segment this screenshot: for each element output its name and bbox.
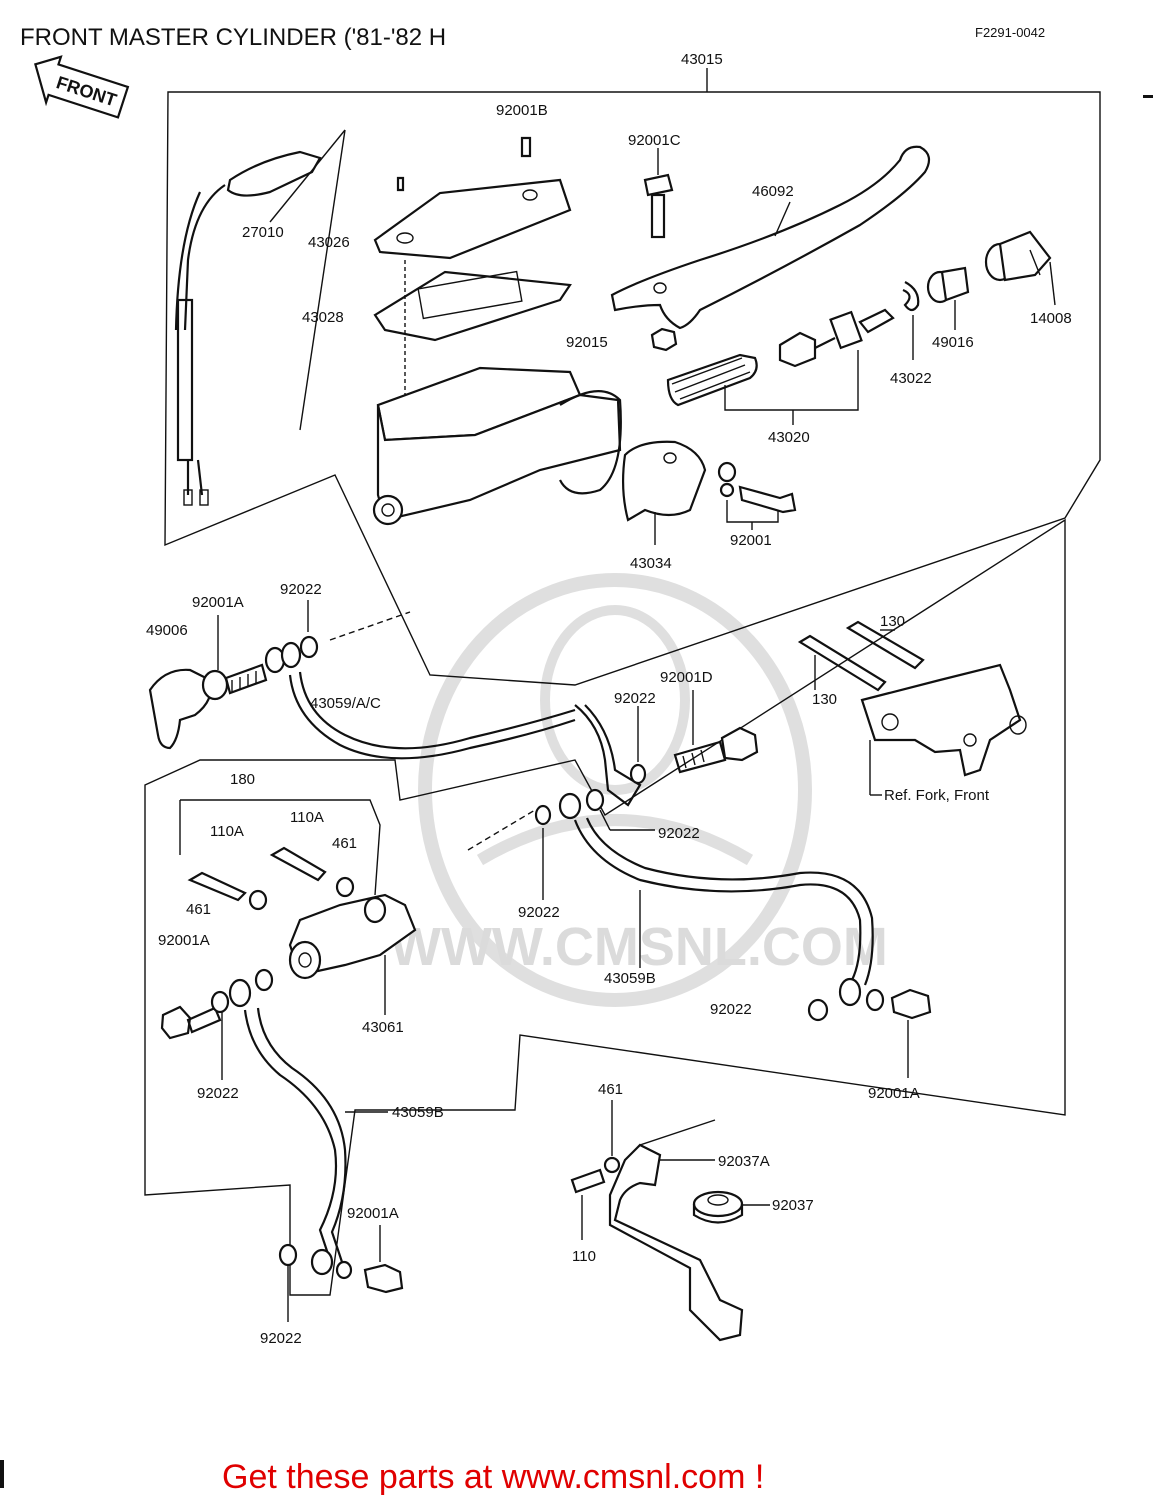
nut-92015	[650, 327, 678, 352]
cmsnl-watermark: WWW.CMSNL.COM	[390, 573, 888, 1007]
label-14008: 14008	[1030, 310, 1072, 327]
label-43034: 43034	[630, 555, 672, 572]
label-92001A-c: 92001A	[868, 1085, 920, 1102]
junction-43061	[179, 799, 417, 1015]
label-92037A: 92037A	[718, 1153, 770, 1170]
label-43061: 43061	[362, 1019, 404, 1036]
fork-bracket-ref	[797, 620, 1027, 796]
label-92022-c: 92022	[658, 825, 700, 842]
diagram-code: F2291-0042	[975, 25, 1045, 40]
label-92015: 92015	[566, 334, 608, 351]
label-92022-b: 92022	[614, 690, 656, 707]
hose-43059AC	[264, 600, 642, 807]
label-43059AC: 43059/A/C	[310, 695, 381, 712]
label-110A-b: 110A	[290, 809, 324, 826]
edge-mark-left	[0, 1460, 4, 1488]
clamp-43034	[622, 440, 707, 545]
diaphragm-43028	[373, 260, 572, 395]
label-92022-d: 92022	[518, 904, 560, 921]
label-92001A-b: 92001A	[158, 932, 210, 949]
grommet-92037	[692, 1190, 770, 1224]
master-cylinder-body	[372, 366, 622, 526]
label-ref-fork: Ref. Fork, Front	[884, 787, 990, 804]
label-461-c: 461	[598, 1081, 623, 1098]
label-43020: 43020	[768, 429, 810, 446]
bolt-92001D	[629, 690, 759, 785]
label-92001D: 92001D	[660, 669, 713, 686]
banjo-cover-49006	[148, 615, 268, 750]
watermark-text: WWW.CMSNL.COM	[390, 917, 888, 977]
label-43059B-b: 43059B	[392, 1104, 444, 1121]
cap-14008	[984, 230, 1056, 306]
label-110A-a: 110A	[210, 823, 244, 840]
front-arrow-icon: FRONT	[34, 55, 130, 119]
label-461-a: 461	[332, 835, 357, 852]
piston-set-43020	[666, 308, 895, 425]
diagram-title: FRONT MASTER CYLINDER ('81-'82 H	[20, 24, 446, 51]
label-461-b: 461	[186, 901, 211, 918]
label-130-a: 130	[880, 613, 905, 630]
label-92022-f: 92022	[197, 1085, 239, 1102]
label-130-b: 130	[812, 691, 837, 708]
label-110: 110	[572, 1248, 596, 1265]
pivot-bolt-92001C	[643, 148, 674, 239]
label-92037: 92037	[772, 1197, 814, 1214]
label-49016: 49016	[932, 334, 974, 351]
label-43059B-a: 43059B	[604, 970, 656, 987]
label-43026: 43026	[308, 234, 350, 251]
label-43028: 43028	[302, 309, 344, 326]
kit-outline-43015	[164, 91, 1101, 686]
brake-switch-27010	[174, 129, 346, 506]
kit-outline-lower	[144, 518, 1066, 1296]
label-46092: 46092	[752, 183, 794, 200]
hose-43059B-lower	[160, 968, 404, 1322]
clip-43022	[902, 281, 920, 312]
boot-49016	[926, 266, 970, 330]
label-43015: 43015	[681, 51, 723, 68]
label-92001C: 92001C	[628, 132, 681, 149]
label-92001A-a: 92001A	[192, 594, 244, 611]
label-43022: 43022	[890, 370, 932, 387]
bracket-92037A	[570, 1100, 744, 1342]
cta-link[interactable]: Get these parts at www.cmsnl.com !	[222, 1458, 764, 1496]
label-49006: 49006	[146, 622, 188, 639]
edge-mark	[1143, 95, 1153, 98]
label-92001: 92001	[730, 532, 772, 549]
label-92022-g: 92022	[260, 1330, 302, 1347]
label-27010: 27010	[242, 224, 284, 241]
label-92022-a: 92022	[280, 581, 322, 598]
reservoir-cap-43026	[373, 136, 572, 260]
label-92022-e: 92022	[710, 1001, 752, 1018]
brake-lever-46092	[610, 145, 931, 330]
label-92001A-d: 92001A	[347, 1205, 399, 1222]
callout-labels: 43015 92001B 92001C 46092 27010 43026 43…	[146, 51, 1072, 1347]
label-92001B: 92001B	[496, 102, 548, 119]
label-180: 180	[230, 771, 255, 788]
bolts-92001	[717, 461, 797, 530]
hose-43059B-right	[467, 788, 932, 1078]
